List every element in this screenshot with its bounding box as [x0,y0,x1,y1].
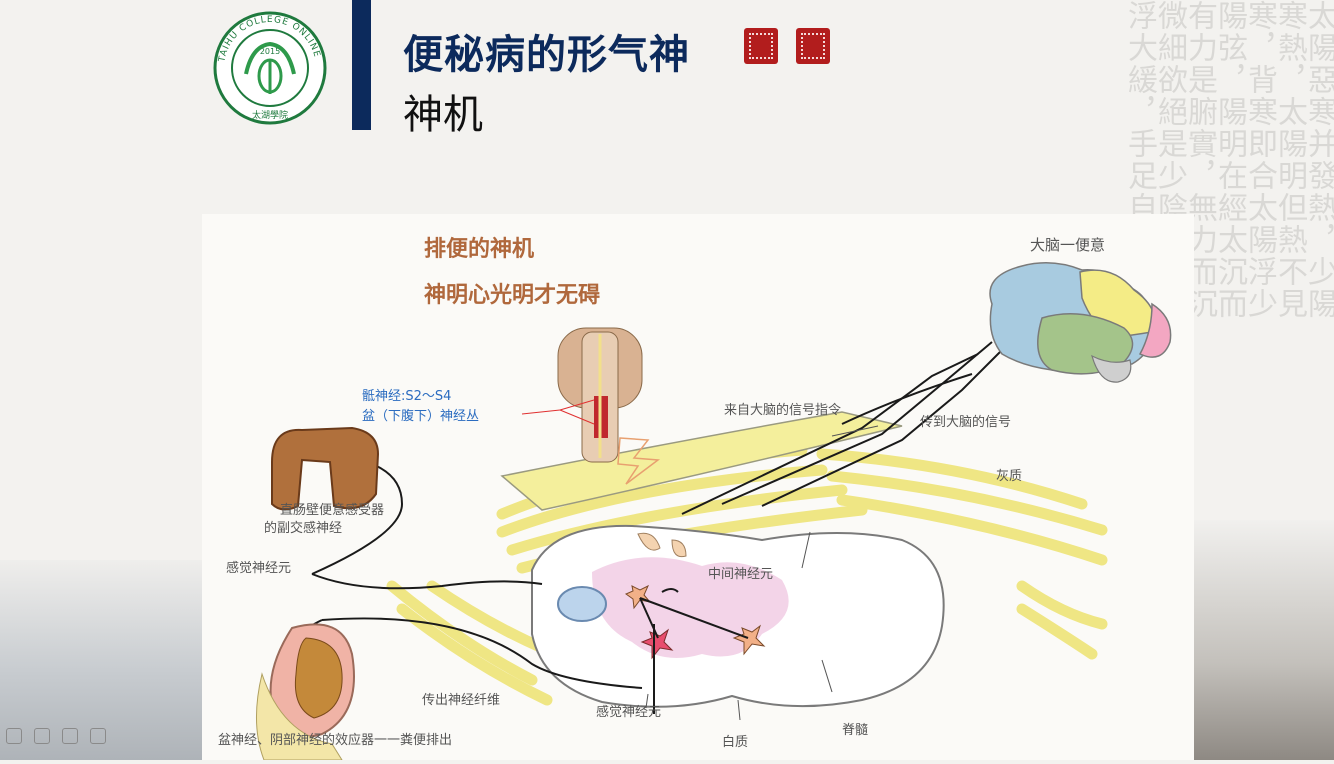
label-signal-to-brain: 传到大脑的信号 [920,414,1011,430]
pen-icon[interactable] [6,728,22,744]
label-spinal-cord: 脊髓 [842,723,868,738]
colon-illustration [271,426,380,511]
dorsal-root-right [671,539,687,558]
lake-scenery-left [0,560,210,760]
logo-year: 2015 [260,47,280,56]
pointer-lines [645,425,879,721]
title-accent-bar [352,0,371,130]
magnifier-icon[interactable] [62,728,78,744]
college-logo: TAIHU COLLEGE ONLINE 2015 太湖學院 [213,11,327,125]
neuron-stars [624,584,766,660]
dorsal-root-left [637,532,661,551]
label-sensory-neuron-bottom: 感觉神经元 [596,704,661,720]
label-brain: 大脑一便意 [1030,236,1105,254]
boat-scenery-right [1194,520,1334,760]
menu-icon[interactable] [90,728,106,744]
rectum-illustration [256,623,355,761]
label-effector: 盆神经、阴部神经的效应器一一粪便排出 [218,732,452,748]
label-pelvic-plexus: 盆（下腹下）神经丛 [362,408,479,424]
heading-mind: 神明心光明才无碍 [424,282,600,308]
slides-icon[interactable] [34,728,50,744]
pointer-lines-red [521,399,595,425]
defecation-reflex-diagram: 排便的神机 神明心光明才无碍 大脑一便意 骶神经:S2～S4 盆（下腹下）神经丛… [202,214,1194,761]
page-title: 便秘病的形气神 [403,32,690,78]
label-receptor-1: 直肠壁便意感受器 [280,502,384,518]
logo-name: 太湖學院 [252,109,288,121]
red-seal-2 [796,28,830,64]
page-subtitle: 神机 [403,92,483,138]
label-efferent-fiber: 传出神经纤维 [422,693,500,708]
vertebral-column [557,327,643,463]
label-gray-matter: 灰质 [996,469,1022,484]
slide-toolbar [6,728,106,744]
label-interneuron: 中间神经元 [708,567,773,582]
dorsal-horn [557,586,607,622]
label-signal-from-brain: 来自大脑的信号指令 [724,402,841,418]
brain-illustration [989,262,1172,383]
heading-defecation: 排便的神机 [424,236,534,262]
label-white-matter: 白质 [722,734,748,750]
label-sensory-neuron-left: 感觉神经元 [226,560,291,576]
gray-matter-region [592,557,789,658]
label-sacral-nerve: 骶神经:S2～S4 [362,389,451,404]
red-seal-1 [744,28,778,64]
label-receptor-2: 的副交感神经 [264,520,342,536]
nerve-fibers [291,341,1003,689]
